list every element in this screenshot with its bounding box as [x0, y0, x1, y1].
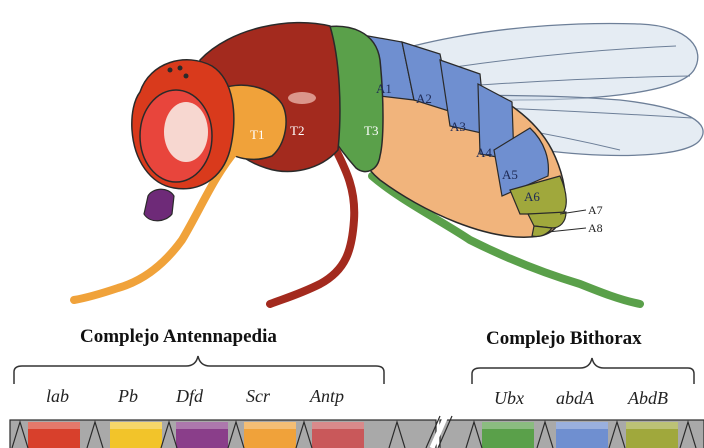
antennapedia-bracket [14, 356, 384, 384]
head [132, 60, 234, 221]
gene-label-antp: Antp [310, 386, 344, 407]
gene-block-shine [556, 422, 608, 429]
segment-label-a6: A6 [524, 190, 540, 203]
segment-label-a7: A7 [588, 204, 603, 217]
bithorax-title: Complejo Bithorax [486, 328, 642, 350]
gene-block-shine [244, 422, 296, 429]
wing-hinge [288, 92, 316, 104]
gene-block-shine [176, 422, 228, 429]
segment-label-a4: A4 [476, 146, 492, 159]
eye-highlight [164, 102, 208, 162]
gene-label-lab: lab [46, 386, 69, 407]
segment-label-t2: T2 [290, 124, 304, 137]
ocellus [168, 68, 173, 73]
gene-block-shine [482, 422, 534, 429]
gene-label-abda: abdA [556, 388, 594, 409]
bithorax-bracket [472, 358, 694, 384]
gene-block-shine [28, 422, 80, 429]
segment-label-a3: A3 [450, 120, 466, 133]
segment-label-a1: A1 [376, 82, 392, 95]
gene-label-abdb-3: AbdB [628, 388, 668, 409]
bithorax-chromosome [440, 420, 704, 448]
gene-block-shine [110, 422, 162, 429]
gene-label-dfd: Dfd [176, 386, 203, 407]
gene-label-pb: Pb [118, 386, 138, 407]
segment-label-t3: T3 [364, 124, 378, 137]
segment-label-a8: A8 [588, 222, 603, 235]
segment-label-a2: A2 [416, 92, 432, 105]
antennapedia-title: Complejo Antennapedia [80, 326, 277, 348]
segment-label-t1: T1 [250, 128, 264, 141]
gene-block-shine [312, 422, 364, 429]
ocellus [178, 66, 183, 71]
middle-leg [270, 150, 354, 304]
antennapedia-chromosome [10, 420, 436, 448]
gene-label-ubx: Ubx [494, 388, 524, 409]
segment-label-a5: A5 [502, 168, 518, 181]
gene-block-shine [626, 422, 678, 429]
gene-label-scr: Scr [246, 386, 270, 407]
segment-a8-band [532, 226, 552, 237]
proboscis [144, 189, 174, 221]
ocellus [184, 74, 189, 79]
